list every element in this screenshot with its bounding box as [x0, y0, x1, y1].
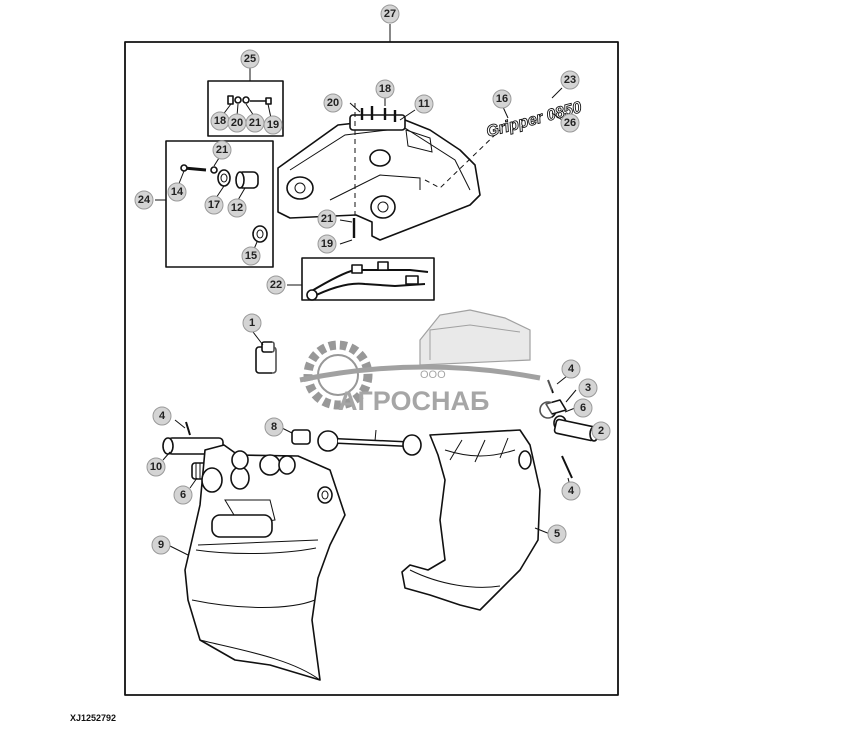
- rotator-coupling: [252, 331, 277, 374]
- callout-20a: 20: [227, 113, 247, 133]
- svg-text:4: 4: [159, 410, 166, 422]
- svg-text:21: 21: [216, 144, 228, 156]
- callout-22: 22: [266, 275, 286, 295]
- callout-14: 14: [167, 182, 187, 202]
- callout-5: 5: [547, 524, 567, 544]
- callout-18b: 18: [375, 79, 395, 99]
- svg-text:20: 20: [231, 117, 243, 129]
- svg-text:14: 14: [171, 186, 184, 198]
- svg-text:18: 18: [214, 115, 226, 127]
- callout-8: 8: [264, 417, 284, 437]
- callout-15: 15: [241, 246, 261, 266]
- callout-4c: 4: [152, 406, 172, 426]
- svg-text:25: 25: [244, 53, 256, 65]
- callout-17: 17: [204, 195, 224, 215]
- callout-2: 2: [591, 421, 611, 441]
- callout-25: 25: [240, 49, 260, 69]
- hydraulic-cylinder: [277, 425, 422, 456]
- rotator-mount: [277, 95, 501, 245]
- svg-text:11: 11: [418, 98, 430, 110]
- hose-kit: [306, 261, 429, 301]
- callout-6a: 6: [573, 398, 593, 418]
- callout-21a: 21: [245, 113, 265, 133]
- callout-4b: 4: [561, 481, 581, 501]
- svg-text:АГРОСНАБ: АГРОСНАБ: [338, 386, 489, 416]
- svg-text:ООО: ООО: [420, 369, 446, 381]
- svg-text:20: 20: [327, 97, 339, 109]
- callout-27: 27: [380, 4, 400, 24]
- svg-text:21: 21: [249, 117, 261, 129]
- callout-10: 10: [146, 457, 166, 477]
- callout-21b: 21: [212, 140, 232, 160]
- callout-18a: 18: [210, 111, 230, 131]
- svg-text:5: 5: [554, 528, 560, 540]
- drawing-id: XJ1252792: [70, 713, 117, 723]
- callout-20b: 20: [323, 93, 343, 113]
- kit-box-25: [207, 80, 284, 137]
- svg-text:19: 19: [267, 119, 279, 131]
- svg-text:2: 2: [598, 425, 604, 437]
- svg-text:27: 27: [384, 8, 396, 20]
- svg-text:8: 8: [271, 421, 277, 433]
- svg-text:15: 15: [245, 250, 257, 262]
- svg-text:17: 17: [208, 199, 220, 211]
- svg-text:12: 12: [231, 202, 243, 214]
- callout-16: 16: [492, 89, 512, 109]
- callout-4a: 4: [561, 359, 581, 379]
- callout-12: 12: [227, 198, 247, 218]
- kit-box-22: [301, 257, 435, 301]
- kit-24-hardware: [177, 157, 268, 250]
- svg-text:6: 6: [180, 489, 186, 501]
- kit-25-hardware: [221, 95, 272, 119]
- svg-text:16: 16: [496, 93, 508, 105]
- callout-11: 11: [414, 94, 434, 114]
- svg-text:4: 4: [568, 485, 575, 497]
- svg-text:4: 4: [568, 363, 575, 375]
- callout-23: 23: [560, 70, 580, 90]
- svg-text:23: 23: [564, 74, 576, 86]
- callout-24: 24: [134, 190, 154, 210]
- svg-text:19: 19: [321, 238, 333, 250]
- svg-text:26: 26: [564, 117, 576, 129]
- callout-1: 1: [242, 313, 262, 333]
- assembly-frame: [124, 41, 619, 696]
- svg-text:24: 24: [138, 194, 151, 206]
- grapple-arm-large: [167, 444, 346, 681]
- svg-text:3: 3: [585, 382, 591, 394]
- callout-26: 26: [560, 113, 580, 133]
- svg-text:22: 22: [270, 279, 282, 291]
- svg-text:6: 6: [580, 402, 586, 414]
- grapple-arm-small: [401, 429, 551, 611]
- callout-9: 9: [151, 535, 171, 555]
- svg-text:9: 9: [158, 539, 164, 551]
- callout-6b: 6: [173, 485, 193, 505]
- svg-text:10: 10: [150, 461, 162, 473]
- callout-3: 3: [578, 378, 598, 398]
- callout-19a: 19: [263, 115, 283, 135]
- svg-text:18: 18: [379, 83, 391, 95]
- callout-21c: 21: [317, 209, 337, 229]
- svg-text:21: 21: [321, 213, 333, 225]
- agrosnab-watermark-logo: ООО АГРОСНАБ: [272, 305, 552, 425]
- callout-19b: 19: [317, 234, 337, 254]
- svg-text:1: 1: [249, 317, 255, 329]
